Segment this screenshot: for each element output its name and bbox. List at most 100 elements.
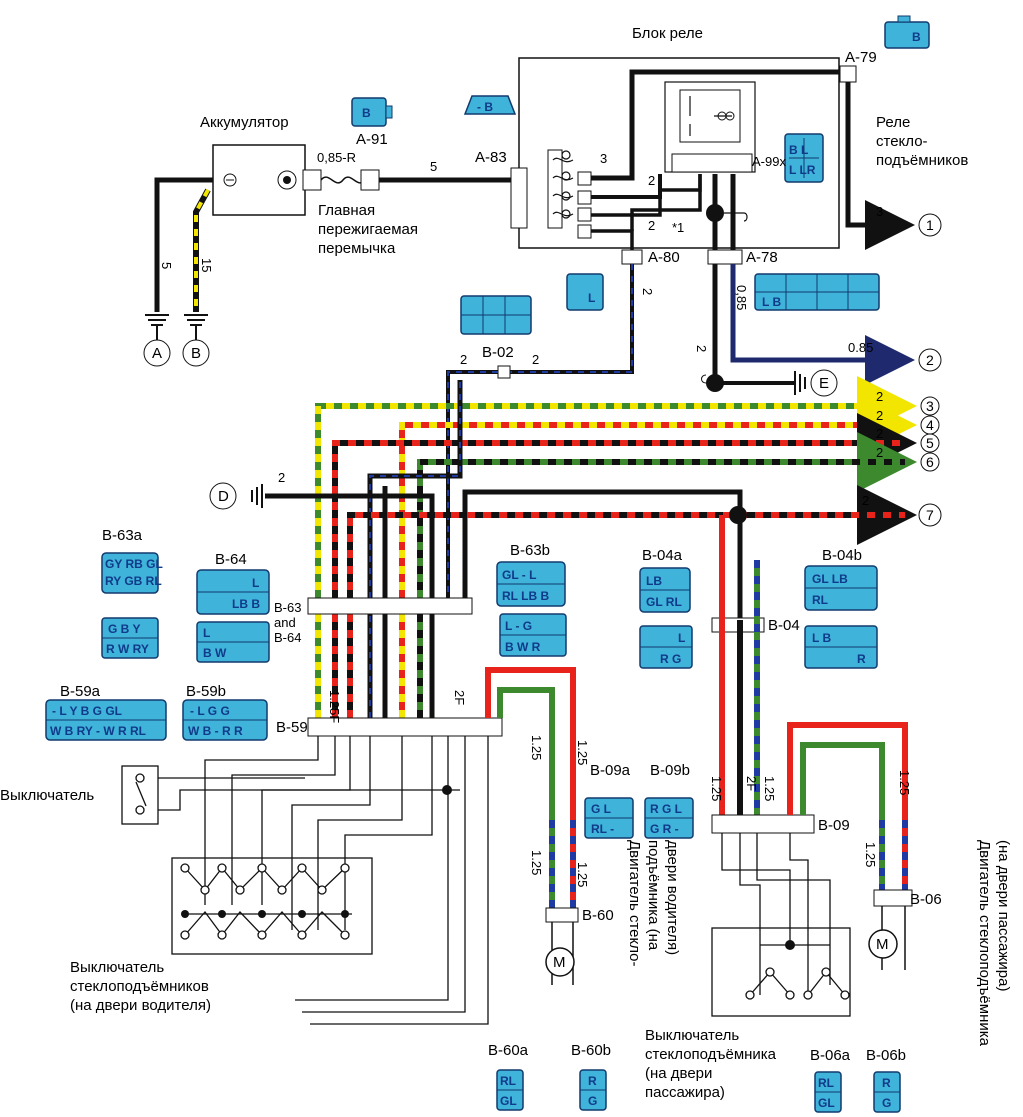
wire-size-2-o5: 2 [876,426,883,441]
wire-size-2-o7: 2 [862,493,869,508]
wire-size-125-7: 1.25 [897,770,912,795]
ground-a-label: A [152,345,162,362]
wire-size-125f: 1.25F [327,690,342,723]
junction-dot [729,506,747,524]
connector-a99x-label: A-99x [752,154,786,169]
pass-motor-label-1: Двигатель стеклоподъёмника [976,840,993,1047]
svg-text:B W R: B W R [505,640,541,654]
switch-icon [121,765,460,825]
a91-pin: B [362,106,371,120]
connector-b09-body [711,814,815,834]
label-b60b: B-60b [571,1042,611,1059]
output-4: 4 [926,417,934,433]
connector-a78-body [707,249,743,265]
svg-text:G L: G L [591,802,611,816]
svg-text:RL LB B: RL LB B [502,589,549,603]
wire-battery-ground-a [154,177,213,312]
ground-a [143,339,171,367]
output-2: 2 [926,352,934,368]
wire-size-125-1: 1.25 [529,735,544,760]
wire-size-2-o4: 2 [876,408,883,423]
connector-b63-b64-body [307,597,473,615]
svg-text:R: R [857,652,866,666]
connector-b09-label: B-09 [818,817,850,834]
output-6: 6 [926,454,934,470]
svg-text:RY GB RL: RY GB RL [105,574,162,588]
driver-switch-label-1: Выключатель [70,959,164,976]
svg-text:R G: R G [660,652,681,666]
svg-text:GY RB GL: GY RB GL [105,557,163,571]
label-b09b: B-09b [650,762,690,779]
relay-block: Блок реле [510,25,840,249]
wire-size-125-5: 1.25 [709,776,724,801]
wire-to-output-3 [315,403,905,718]
wire-size-125-4: 1.25 [575,862,590,887]
svg-text:- L G G: - L G G [190,704,230,718]
driver-switch-label-3: (на двери водителя) [70,997,211,1014]
wire-size-2-a80: 2 [640,288,655,295]
motor-icon [545,947,575,977]
wire-to-output-2 [730,264,915,385]
wire-size-125-8: 1.25 [863,842,878,867]
driver-motor-label-2: подъёмника (на [645,840,662,951]
wire-size-2f: 2F [452,690,467,705]
svg-text:RL -: RL - [591,822,614,836]
output-5: 5 [926,435,934,451]
connector-a80-body [621,249,643,265]
wire-size-3-out: 3 [876,204,883,219]
svg-text:W B - R R: W B - R R [188,724,243,738]
output-markers: 1 2 3 4 5 6 7 [918,213,942,527]
connector-a80-label: A-80 [648,249,680,266]
wire-pass-motor-red [787,722,908,890]
connector-a91-icon: B A-91 [351,97,393,148]
label-b63b: B-63b [510,542,550,559]
label-b59b: B-59b [186,683,226,700]
connector-a79-body [839,65,857,83]
battery: Аккумулятор [200,114,306,216]
pass-switch-label-2: стеклоподъёмника [645,1046,777,1063]
connector-a78-icon: L B [754,273,880,311]
pass-switch-label-3: (на двери [645,1065,712,1082]
connector-b02-body [497,365,511,379]
wire-size-2-d: 2 [278,470,285,485]
relay-internal-wires [591,69,848,264]
pass-motor-label-2: (на двери пассажира) [995,840,1012,991]
a91b-pin: - B [477,100,493,114]
output-1: 1 [926,217,934,233]
svg-text:R G L: R G L [650,802,682,816]
connector-a99x-icon: B L L LR A-99x [752,133,824,183]
wire-size-125-6: 1.25 [762,776,777,801]
pass-switch-label-4: пассажира) [645,1084,725,1101]
label-b59a: B-59a [60,683,101,700]
connector-b02-label: B-02 [482,344,514,361]
connector-b06-label: B-06 [910,891,942,908]
b63-label-2: and [274,615,296,630]
svg-text:L B: L B [812,631,831,645]
relay-icon [689,96,732,136]
svg-text:R: R [588,1074,597,1088]
label-b60a: B-60a [488,1042,529,1059]
connector-b02-icon [460,295,532,335]
relay-label-1: Реле [876,114,910,131]
pass-motor-m: M [876,936,889,953]
driver-motor-label-1: Двигатель стекло- [626,840,643,966]
motor-icon [868,929,898,959]
pass-motor-label: Двигатель стеклоподъёмника (на двери пас… [976,840,1012,1047]
wire-size-5-top: 5 [430,159,437,174]
ground-icon [794,371,806,395]
pass-switch-label-1: Выключатель [645,1027,739,1044]
fuse-wire-label: 0,85-R [317,150,356,165]
output-7: 7 [926,507,934,523]
wire-size-2-ground: 2 [694,345,709,352]
wire-ground-d [265,493,435,718]
fuse-icon [552,150,574,219]
a99x-pins-row2: L LR [789,163,816,177]
svg-text:GL: GL [818,1096,835,1110]
svg-text:RL: RL [812,593,828,607]
svg-text:GL: GL [500,1094,517,1108]
label-b06a: B-06a [810,1047,851,1064]
junction-dot [706,374,724,392]
relay-label-2: стекло- [876,133,928,150]
connector-b59-label: B-59 [276,719,308,736]
